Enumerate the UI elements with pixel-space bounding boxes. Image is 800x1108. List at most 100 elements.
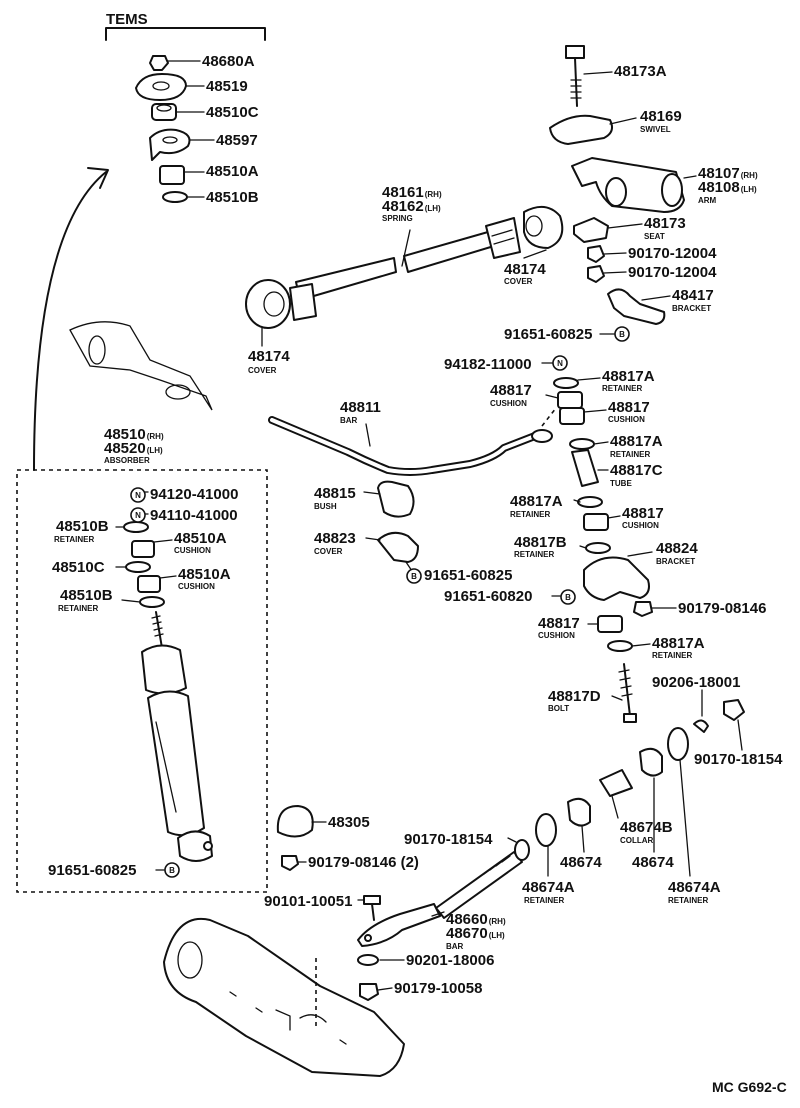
nut-90170-12004-a-shape (587, 245, 605, 263)
nut-90179-08146-b-shape (281, 855, 299, 871)
bolt-48817d-shape (618, 663, 637, 723)
svg-text:B: B (565, 593, 571, 602)
nut-90170-12004-b-shape (587, 265, 605, 283)
callout-90179-08146-b: 90179-08146 (2) (308, 854, 419, 871)
callout-90206-18001: 90206-18001 (652, 674, 741, 691)
retainer-48510b-1-shape (123, 521, 149, 533)
bracket-48417-shape (607, 288, 666, 325)
seat-48173-shape (573, 217, 609, 243)
svg-text:B: B (411, 572, 417, 581)
caption-48817a-2: RETAINER (610, 450, 651, 459)
header-title: TEMS (106, 11, 148, 28)
washer-90206-18001-shape (693, 719, 709, 733)
curved-arrow-shaft (33, 171, 107, 471)
callout-91651-60825-c: 91651-60825 (48, 862, 137, 879)
bolt-48173a-shape (565, 45, 585, 107)
callout-90170-12004-b: 90170-12004 (628, 264, 717, 281)
callout-48670-side: (LH) (488, 931, 505, 940)
callout-48174-right: 48174 (504, 261, 546, 278)
callout-90170-12004-a: 90170-12004 (628, 245, 717, 262)
nut-48680a-shape (149, 55, 169, 71)
bumper-48305-shape (276, 805, 314, 838)
caption-48817a-4: RETAINER (652, 651, 693, 660)
caption-48817-4: CUSHION (538, 631, 575, 640)
callout-48510-side: (RH) (146, 432, 164, 441)
callout-94120-41000: 94120-41000 (150, 486, 239, 503)
callout-91651-60825-b: 91651-60825 (424, 567, 513, 584)
callout-48817b: 48817B (514, 534, 567, 551)
callout-48674-b: 48674 (632, 854, 674, 871)
retainer-48510b-top-shape (162, 191, 188, 203)
mark-b-91651-a: B (614, 326, 630, 342)
callout-48107-side: (RH) (740, 171, 758, 180)
nut-90179-08146-a-shape (633, 601, 653, 617)
caption-48817-1: CUSHION (490, 399, 527, 408)
caption-48817-3: CUSHION (622, 521, 659, 530)
callout-48108-number: 48108 (698, 179, 740, 196)
curved-arrow-head (87, 167, 109, 189)
callout-48169: 48169 (640, 108, 682, 125)
cover-48174-left-shape (245, 279, 317, 329)
callout-48674a-b: 48674A (668, 879, 721, 896)
caption-48815: BUSH (314, 502, 337, 511)
diagram-code: MC G692-C (712, 1079, 787, 1095)
nut-90179-10058-shape (359, 983, 379, 1001)
caption-48823: COVER (314, 547, 343, 556)
caption-48173: SEAT (644, 232, 665, 241)
plate-48597-shape (149, 128, 191, 161)
mark-n-94110: N (130, 507, 146, 523)
bar-link-dashed (541, 407, 557, 427)
frame-crossmember-outline (163, 917, 405, 1077)
cover-48823-shape (377, 531, 419, 563)
caption-48817a-1: RETAINER (602, 384, 643, 393)
bolt-90101-10051-shape (363, 895, 381, 905)
callout-48510b-top: 48510B (206, 189, 259, 206)
collar-48674b-shape (599, 769, 633, 797)
callout-48510c-box: 48510C (52, 559, 105, 576)
callout-48824: 48824 (656, 540, 698, 557)
callout-48674-a: 48674 (560, 854, 602, 871)
absorber-group-box (16, 469, 268, 893)
callout-48817d: 48817D (548, 688, 601, 705)
washer-90201-18006-shape (357, 954, 379, 966)
nut-90170-18154-b-shape (514, 839, 530, 861)
nut-90170-18154-a-shape (723, 699, 745, 721)
callout-48174-left: 48174 (248, 348, 290, 365)
retainer-48817a-1-shape (553, 377, 579, 389)
mark-b-91651-b: B (406, 568, 422, 584)
callout-48510-absorber: 48510(RH) (104, 427, 164, 444)
callout-90201-18006: 90201-18006 (406, 952, 495, 969)
plate-48519-shape (135, 73, 187, 101)
bush-48674-b-shape (639, 747, 663, 777)
callout-48660: 48660(RH) (446, 912, 506, 929)
callout-94182-11000: 94182-11000 (444, 356, 532, 373)
callout-48817c: 48817C (610, 462, 663, 479)
caption-48660: BAR (446, 942, 464, 951)
washer-48510c-box-shape (125, 561, 151, 573)
callout-48108-side: (LH) (740, 185, 757, 194)
caption-48107: ARM (698, 196, 717, 205)
callout-48510a-1: 48510A (174, 530, 227, 547)
callout-48817-4: 48817 (538, 615, 580, 632)
callout-48173a: 48173A (614, 63, 667, 80)
callout-48817-3: 48817 (622, 505, 664, 522)
retainer-48817b-shape (585, 542, 611, 554)
callout-48674a-a: 48674A (522, 879, 575, 896)
cushion-48510a-top-shape (159, 165, 185, 185)
caption-48417: BRACKET (672, 304, 712, 313)
callout-48108: 48108(LH) (698, 180, 757, 197)
header-bracket-line (105, 27, 266, 41)
callout-48674b: 48674B (620, 819, 673, 836)
callout-48510-number: 48510 (104, 426, 146, 443)
callout-48670-number: 48670 (446, 925, 488, 942)
torsion-spring-shape (295, 217, 521, 301)
callout-48161: 48161(RH) (382, 185, 442, 202)
retainer-48817a-4-shape (607, 640, 633, 652)
svg-text:N: N (557, 359, 563, 368)
callout-48520-number: 48520 (104, 440, 146, 457)
callout-48680a: 48680A (202, 53, 255, 70)
caption-48510a-2: CUSHION (178, 582, 215, 591)
cushion-48510a-2-shape (137, 575, 161, 593)
callout-91651-60825-a: 91651-60825 (504, 326, 593, 343)
